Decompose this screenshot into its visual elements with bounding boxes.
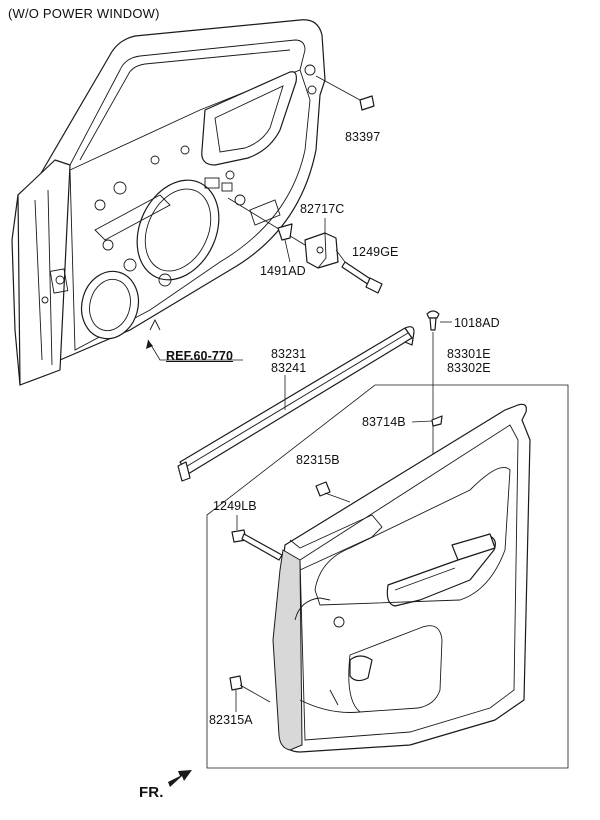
bolt-1249GE xyxy=(335,249,383,294)
part-label-82717C: 82717C xyxy=(300,202,345,216)
diagram-title: (W/O POWER WINDOW) xyxy=(8,6,160,21)
front-direction-label: FR. xyxy=(139,784,164,801)
hardware-83397 xyxy=(315,75,375,111)
part-label-83301E: 83301E xyxy=(447,347,491,361)
part-label-83231: 83231 xyxy=(271,347,307,361)
part-label-83397: 83397 xyxy=(345,130,381,144)
part-label-83302E: 83302E xyxy=(447,361,491,375)
trim-panel-frame xyxy=(206,384,569,769)
part-label-83241: 83241 xyxy=(271,361,307,375)
door-inner-panel xyxy=(11,19,326,386)
nut-82315A xyxy=(229,675,271,712)
weatherstrip-83231 xyxy=(177,326,415,482)
front-direction-arrow-icon xyxy=(168,770,192,787)
bracket-82717C xyxy=(227,197,339,269)
clip-83714B xyxy=(411,415,443,427)
part-label-1249LB: 1249LB xyxy=(213,499,257,513)
door-trim-panel xyxy=(272,403,531,753)
part-label-83714B: 83714B xyxy=(362,415,406,429)
part-label-82315B: 82315B xyxy=(296,453,340,467)
part-label-1018AD: 1018AD xyxy=(454,316,500,330)
clip-1491AD xyxy=(277,223,293,263)
nut-82315B xyxy=(315,481,351,503)
reference-label: REF.60-770 xyxy=(166,349,234,363)
part-label-82315A: 82315A xyxy=(209,713,253,727)
part-label-1491AD: 1491AD xyxy=(260,264,306,278)
part-label-1249GE: 1249GE xyxy=(352,245,399,259)
screw-1249LB xyxy=(231,515,283,561)
